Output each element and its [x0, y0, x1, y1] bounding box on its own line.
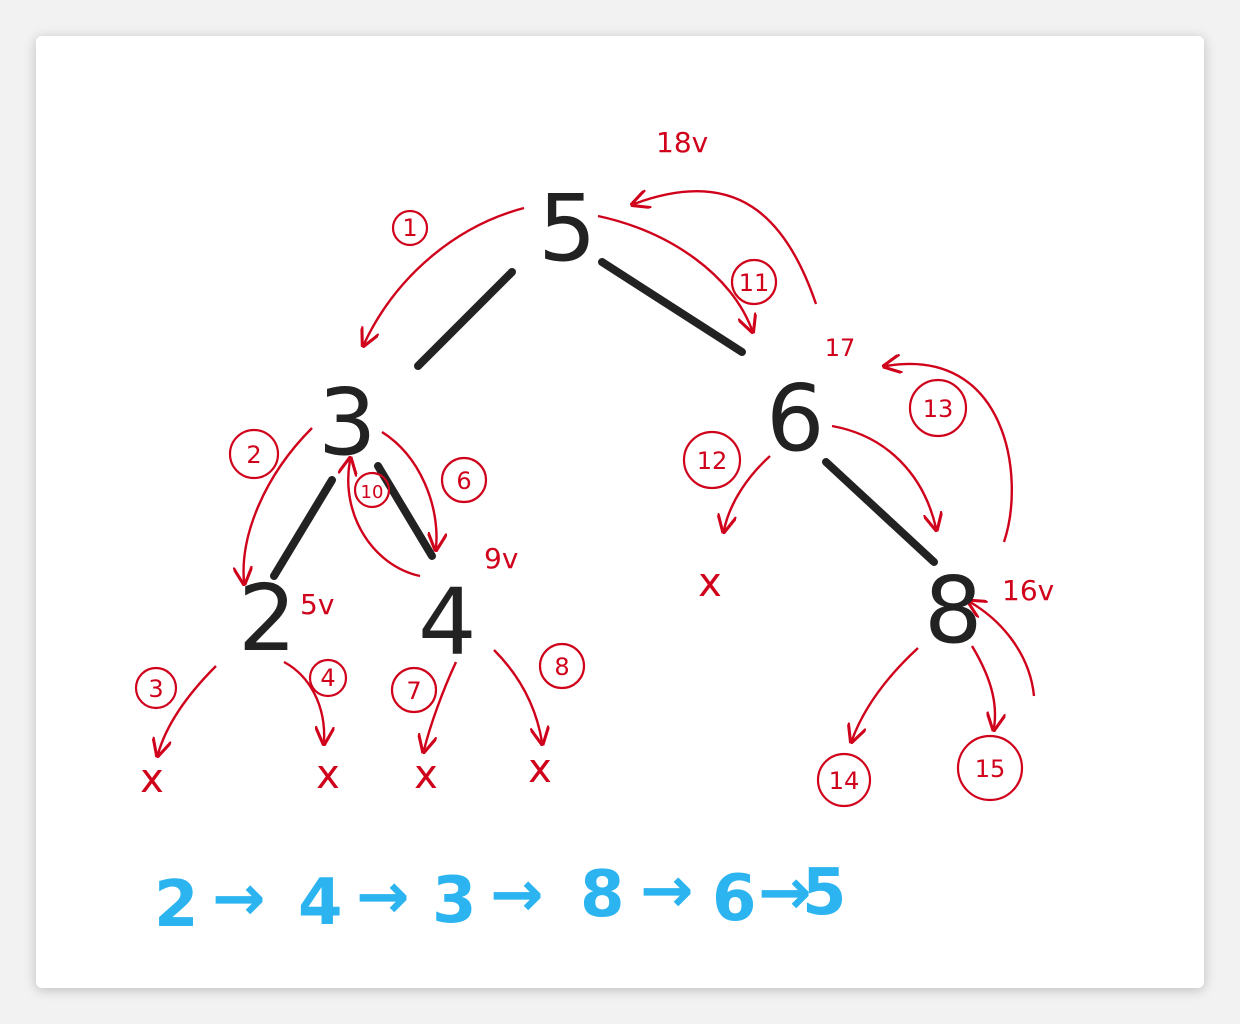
- whiteboard-canvas: 5 3 6 2 4 8 1 2 3 4 6 7 8 10 11 12 13 14…: [36, 36, 1204, 988]
- null-marker: x: [316, 752, 340, 798]
- traversal-item: 8: [580, 858, 625, 932]
- arrow-step-14: [852, 647, 919, 740]
- edge-3-2: [270, 476, 336, 580]
- step-10: 10: [361, 482, 384, 503]
- traversal-item: 6: [712, 862, 757, 936]
- step-badge-3: [134, 666, 178, 710]
- arrow-step-15: [970, 645, 995, 728]
- arrow-step-1: [364, 206, 525, 344]
- traversal-item: 2: [154, 868, 199, 942]
- null-marker: x: [528, 746, 552, 792]
- step-badges: [134, 209, 1024, 808]
- step-badge-12: [682, 430, 742, 490]
- traversal-item: 4: [298, 866, 343, 940]
- step-badge-10: [353, 471, 391, 509]
- step-badge-4: [308, 658, 348, 698]
- step-badge-1: [391, 209, 429, 247]
- traversal-result: 2 → 4 → 3 → 8 → 6 → 5: [154, 854, 847, 942]
- step-8: 8: [554, 653, 569, 681]
- arrow-step-4: [283, 660, 324, 742]
- note-5v: 5v: [300, 588, 334, 621]
- step-badge-6: [440, 456, 488, 504]
- arrow-step-17: [886, 364, 1014, 543]
- step-12: 12: [697, 447, 728, 475]
- node-3: 3: [318, 369, 377, 476]
- arrow-step-7: [424, 661, 458, 750]
- note-18v: 18v: [656, 126, 708, 159]
- null-marker: x: [414, 752, 438, 798]
- null-markers: x x x x x: [140, 560, 722, 802]
- traversal-arrow: →: [212, 862, 266, 936]
- arrow-step-11: [597, 214, 752, 330]
- tree-nodes: 5 3 6 2 4 8: [238, 175, 983, 676]
- node-5: 5: [538, 175, 597, 282]
- traversal-item: 3: [432, 864, 477, 938]
- arrow-step-8: [493, 649, 542, 742]
- step-badge-13: [908, 378, 968, 438]
- traversal-arrow: →: [640, 854, 694, 928]
- step-13: 13: [923, 395, 954, 423]
- null-marker: x: [140, 756, 164, 802]
- step-numbers: 1 2 3 4 6 7 8 10 11 12 13 14 15 17: [148, 214, 1005, 795]
- note-16v: 16v: [1002, 574, 1054, 607]
- step-17: 17: [825, 334, 856, 362]
- step-15: 15: [975, 755, 1006, 783]
- step-2: 2: [246, 441, 261, 469]
- traversal-item: 5: [802, 856, 847, 930]
- step-7: 7: [406, 677, 421, 705]
- arrow-step-6: [381, 430, 437, 548]
- step-badge-8: [538, 642, 586, 690]
- arrow-step-16: [970, 602, 1036, 697]
- arrow-step-2: [244, 427, 313, 582]
- step-3: 3: [148, 675, 163, 703]
- edge-6-8: [822, 458, 938, 566]
- step-4: 4: [320, 664, 335, 692]
- traversal-arrows: [158, 191, 1036, 754]
- step-badge-14: [816, 752, 872, 808]
- arrow-step-3: [158, 665, 217, 754]
- step-14: 14: [829, 767, 860, 795]
- traversal-arrow: →: [758, 856, 812, 930]
- null-marker: x: [698, 560, 722, 606]
- node-6: 6: [766, 365, 825, 472]
- step-6: 6: [456, 467, 471, 495]
- step-badge-11: [730, 258, 778, 306]
- arrow-step-10: [348, 460, 421, 578]
- node-2: 2: [238, 565, 297, 672]
- traversal-arrow: →: [490, 858, 544, 932]
- edge-5-6: [598, 258, 746, 356]
- note-9v: 9v: [484, 542, 518, 575]
- step-1: 1: [402, 214, 417, 242]
- node-8: 8: [924, 557, 983, 664]
- tree-diagram: 5 3 6 2 4 8 1 2 3 4 6 7 8 10 11 12 13 14…: [134, 126, 1054, 942]
- visit-notes: 5v 9v 16v 18v: [300, 126, 1054, 621]
- edge-5-3: [414, 268, 516, 370]
- arrow-step-18: [634, 191, 818, 305]
- arrow-step-13: [831, 424, 936, 528]
- node-4: 4: [418, 569, 477, 676]
- traversal-arrow: →: [356, 860, 410, 934]
- step-badge-15: [956, 734, 1024, 802]
- arrow-step-12: [724, 455, 771, 530]
- step-11: 11: [739, 269, 770, 297]
- step-badge-7: [390, 666, 438, 714]
- step-badge-2: [228, 428, 280, 480]
